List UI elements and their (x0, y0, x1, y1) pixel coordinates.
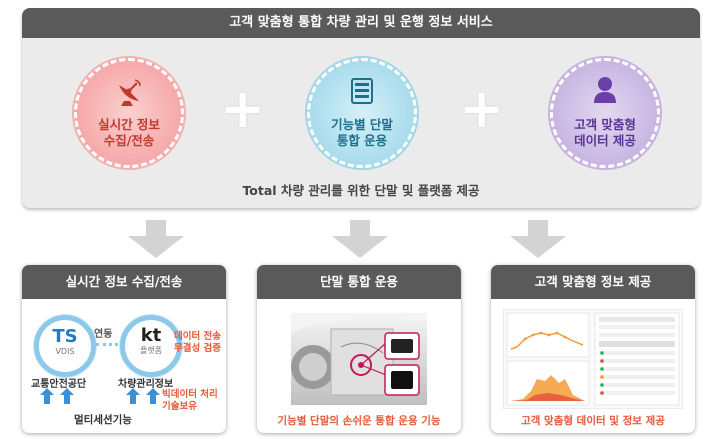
link-connector (96, 343, 118, 346)
link-label: 연동 (94, 329, 113, 340)
dashboard-screenshot (503, 309, 683, 409)
ts-logo-text: TS (52, 326, 78, 347)
top-title: 고객 맞춤형 통합 차량 관리 및 운행 정보 서비스 (22, 8, 700, 38)
panel-custom-info-caption: 고객 맞춤형 데이터 및 정보 제공 (521, 415, 665, 427)
ts-org-label: 교통안전공단 (31, 379, 87, 390)
kt-logo-text: kt (140, 325, 162, 346)
multisession-label: 멀티세션기능 (74, 414, 132, 426)
top-caption: Total 차량 관리를 위한 단말 및 플랫폼 제공 (242, 183, 480, 198)
circle-terminal: 기능별 단말 통합 운용 (307, 58, 417, 168)
down-arrow-1 (128, 220, 184, 258)
plus-sign-1: + (220, 77, 266, 140)
satellite-dish-icon (119, 79, 141, 106)
circle-terminal-line1: 기능별 단말 (331, 117, 393, 132)
top-panel: 고객 맞춤형 통합 차량 관리 및 운행 정보 서비스 실시간 정보 수집/전송… (22, 8, 700, 208)
circle-realtime-line1: 실시간 정보 (98, 117, 160, 132)
panel-realtime-title: 실시간 정보 수집/전송 (22, 265, 226, 299)
panel-terminal: 단말 통합 운용 기능별 단말의 손쉬운 통합 운용 기능 (257, 265, 461, 433)
kt-note-line1: 데이터 전송 (174, 331, 222, 342)
kt-platform-logo: kt 플랫폼 (120, 315, 182, 377)
down-arrow-3 (510, 220, 566, 258)
circle-realtime-line2: 수집/전송 (103, 133, 155, 148)
kt-note-line2: 무결성 검증 (174, 343, 222, 354)
down-arrow-2 (332, 220, 388, 258)
up-arrows-right (126, 388, 160, 404)
bigdata-line2: 기술보유 (162, 401, 197, 412)
person-icon (594, 77, 616, 103)
plus-sign-2: + (459, 77, 505, 140)
panel-realtime: 실시간 정보 수집/전송 TS VDIS 연동 kt 플랫폼 데이터 전송 무결… (22, 265, 226, 433)
panel-custom-info: 고객 맞춤형 정보 제공 고객 맞춤형 데이터 및 정보 제공 (491, 265, 695, 433)
ts-logo-sub: VDIS (55, 347, 75, 356)
device-rack-icon (351, 78, 373, 104)
kt-logo-sub: 플랫폼 (139, 346, 163, 355)
circle-custom-data-line2: 데이터 제공 (574, 133, 636, 148)
ts-vdis-logo: TS VDIS (34, 315, 96, 377)
circle-realtime: 실시간 정보 수집/전송 (74, 58, 184, 168)
panel-terminal-caption: 기능별 단말의 손쉬운 통합 운용 기능 (277, 415, 441, 427)
circle-custom-data: 고객 맞춤형 데이터 제공 (550, 58, 660, 168)
kt-org-label: 차량관리정보 (118, 379, 174, 390)
terminal-device-photo (291, 313, 427, 405)
circle-custom-data-line1: 고객 맞춤형 (574, 117, 636, 132)
bigdata-line1: 빅데이터 처리 (162, 389, 218, 400)
circle-terminal-line2: 통합 운용 (336, 133, 388, 148)
up-arrows-left (40, 388, 74, 404)
panel-custom-info-title: 고객 맞춤형 정보 제공 (491, 265, 695, 299)
panel-terminal-title: 단말 통합 운용 (257, 265, 461, 299)
